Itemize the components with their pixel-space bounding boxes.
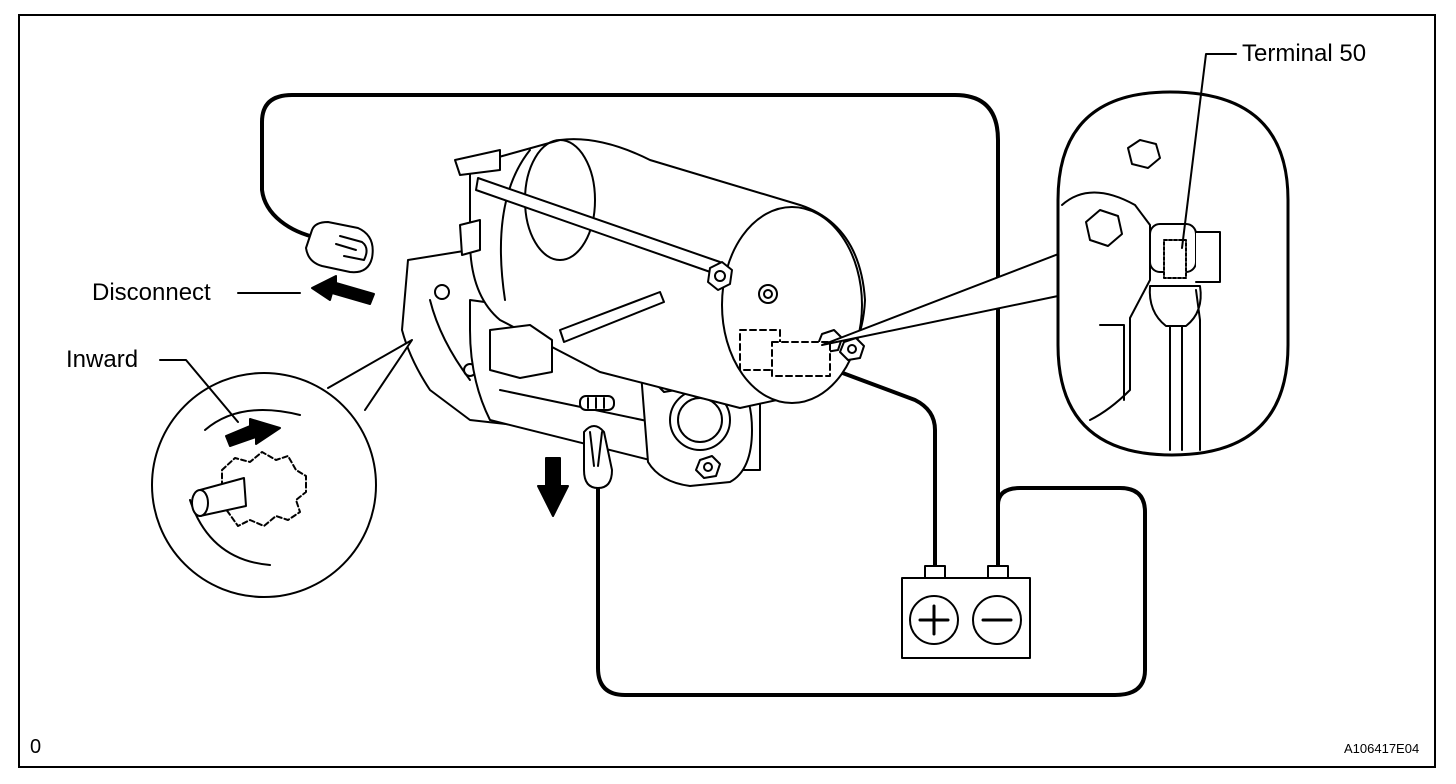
wire-battery-positive bbox=[838, 370, 937, 570]
corner-mark: 0 bbox=[30, 736, 42, 758]
battery bbox=[901, 565, 1031, 659]
lead-wire-top bbox=[260, 93, 1000, 570]
bolt-lower-2 bbox=[695, 455, 721, 479]
inward-leader bbox=[159, 359, 239, 423]
bolt-upper-2 bbox=[758, 284, 778, 304]
figure-frame bbox=[18, 14, 1436, 768]
bolt-upper-1 bbox=[707, 261, 733, 291]
inward-label: Inward bbox=[66, 346, 139, 373]
terminal50-stud bbox=[1163, 239, 1187, 279]
ground-clip bbox=[583, 425, 613, 489]
wire-ground-loop bbox=[596, 486, 1147, 697]
terminal50-detail-callout bbox=[821, 90, 1290, 457]
starter-motor bbox=[401, 138, 866, 487]
inward-arrow bbox=[225, 418, 281, 447]
pinion-detail-callout bbox=[151, 339, 413, 598]
small-sleeve bbox=[579, 395, 615, 411]
disconnected-connector bbox=[305, 221, 374, 274]
terminal-leader bbox=[1181, 53, 1237, 249]
disconnect-label: Disconnect bbox=[92, 279, 211, 306]
figure-code: A106417E04 bbox=[1344, 741, 1420, 756]
down-arrow bbox=[537, 457, 569, 517]
terminal-50-label: Terminal 50 bbox=[1242, 40, 1367, 67]
disconnect-arrow bbox=[311, 275, 375, 305]
